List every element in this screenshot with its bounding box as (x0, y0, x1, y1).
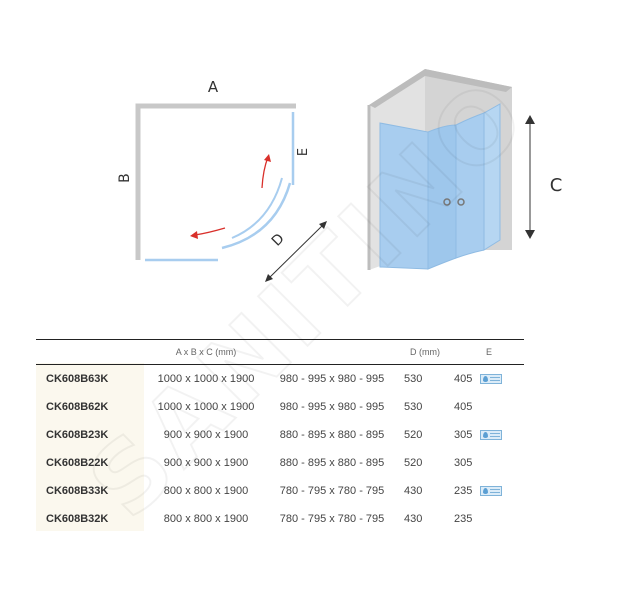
header-range (268, 339, 396, 365)
table-row: CK608B63K 1000 x 1000 x 1900 980 - 995 x… (36, 365, 524, 394)
label-b: B (117, 173, 133, 183)
dimensions-abc: 800 x 800 x 1900 (163, 513, 249, 525)
product-code: CK608B32K (46, 513, 109, 525)
water-drop-glass-icon (480, 430, 503, 440)
door-handle-right (457, 198, 465, 206)
glass-fixed-left (379, 122, 429, 270)
product-code: CK608B63K (46, 373, 109, 385)
dimension-arrowhead-c-bottom (525, 230, 535, 239)
label-d: D (269, 231, 288, 250)
dimension-d: 430 (404, 485, 423, 497)
table-row: CK608B32K 800 x 800 x 1900 780 - 795 x 7… (36, 505, 524, 533)
dimensions-abc: 800 x 800 x 1900 (163, 485, 249, 497)
dimension-e-cell: 235 (454, 477, 524, 505)
label-a: A (208, 78, 219, 96)
dimension-arrowhead-d-upper (319, 221, 327, 229)
adjustment-range: 880 - 895 x 880 - 895 (279, 457, 385, 469)
wall-outline (135, 103, 296, 260)
shower-diagram: A B E D C (117, 69, 563, 282)
product-code-column-bg (36, 363, 144, 531)
dimension-arrowhead-c-top (525, 115, 535, 124)
adjustment-range: 980 - 995 x 980 - 995 (279, 373, 385, 385)
dimension-e: 405 (454, 401, 473, 413)
door-handle-left (443, 198, 451, 206)
header-code (36, 339, 144, 365)
product-code: CK608B23K (46, 429, 109, 441)
adjustment-range: 880 - 895 x 880 - 895 (279, 429, 385, 441)
dimension-e-cell: 405 (454, 393, 524, 421)
product-code: CK608B33K (46, 485, 109, 497)
dimension-e: 235 (454, 485, 473, 497)
adjustment-range: 780 - 795 x 780 - 795 (279, 513, 385, 525)
dimensions-abc: 900 x 900 x 1900 (163, 457, 249, 469)
dimension-e: 305 (454, 429, 473, 441)
dimension-e: 235 (454, 513, 473, 525)
top-frame (369, 69, 512, 108)
label-c: C (550, 175, 563, 196)
label-e: E (296, 148, 311, 156)
header-abc: A x B x C (mm) (144, 339, 268, 365)
dimensions-abc: 900 x 900 x 1900 (163, 429, 249, 441)
plan-curved-door-inner (231, 177, 283, 239)
door-arrow-left (194, 227, 226, 236)
dimension-e-cell: 235 (454, 505, 524, 533)
door-arrow-up-head (264, 154, 271, 162)
glass-door-right (455, 112, 485, 259)
product-code: CK608B22K (46, 457, 109, 469)
table-row: CK608B62K 1000 x 1000 x 1900 980 - 995 x… (36, 393, 524, 421)
top-view-plan: A B E D (117, 78, 327, 282)
product-code: CK608B62K (46, 401, 109, 413)
dimension-e: 305 (454, 457, 473, 469)
table-row: CK608B23K 900 x 900 x 1900 880 - 895 x 8… (36, 421, 524, 449)
adjustment-range: 980 - 995 x 980 - 995 (279, 401, 385, 413)
adjustment-range: 780 - 795 x 780 - 795 (279, 485, 385, 497)
dimension-arrowhead-d-lower (265, 274, 273, 282)
dimension-line-d (266, 222, 326, 281)
glass-door-left (427, 124, 457, 270)
dimensions-abc: 1000 x 1000 x 1900 (157, 401, 255, 413)
header-d: D (mm) (396, 339, 454, 365)
table-row: CK608B33K 800 x 800 x 1900 780 - 795 x 7… (36, 477, 524, 505)
dimension-d: 530 (404, 401, 423, 413)
dimension-e-cell: 305 (454, 421, 524, 449)
dimension-e: 405 (454, 373, 473, 385)
dimension-d: 520 (404, 457, 423, 469)
water-drop-glass-icon (480, 374, 503, 384)
dimension-e-cell: 405 (454, 365, 524, 394)
door-arrow-up (261, 156, 269, 189)
dimension-d: 530 (404, 373, 423, 385)
table-header-row: A x B x C (mm) D (mm) E (36, 339, 524, 365)
dimension-d: 520 (404, 429, 423, 441)
dimension-d: 430 (404, 513, 423, 525)
glass-fixed-right (483, 103, 501, 251)
plan-curved-door-outer (221, 182, 292, 250)
header-e: E (454, 339, 524, 365)
table-row: CK608B22K 900 x 900 x 1900 880 - 895 x 8… (36, 449, 524, 477)
water-drop-glass-icon (480, 486, 503, 496)
enclosure-3d-view: C (367, 69, 563, 270)
dimensions-abc: 1000 x 1000 x 1900 (157, 373, 255, 385)
spec-table: A x B x C (mm) D (mm) E CK608B63K 1000 x… (36, 339, 524, 533)
door-arrow-left-head (190, 231, 198, 239)
dimension-e-cell: 305 (454, 449, 524, 477)
